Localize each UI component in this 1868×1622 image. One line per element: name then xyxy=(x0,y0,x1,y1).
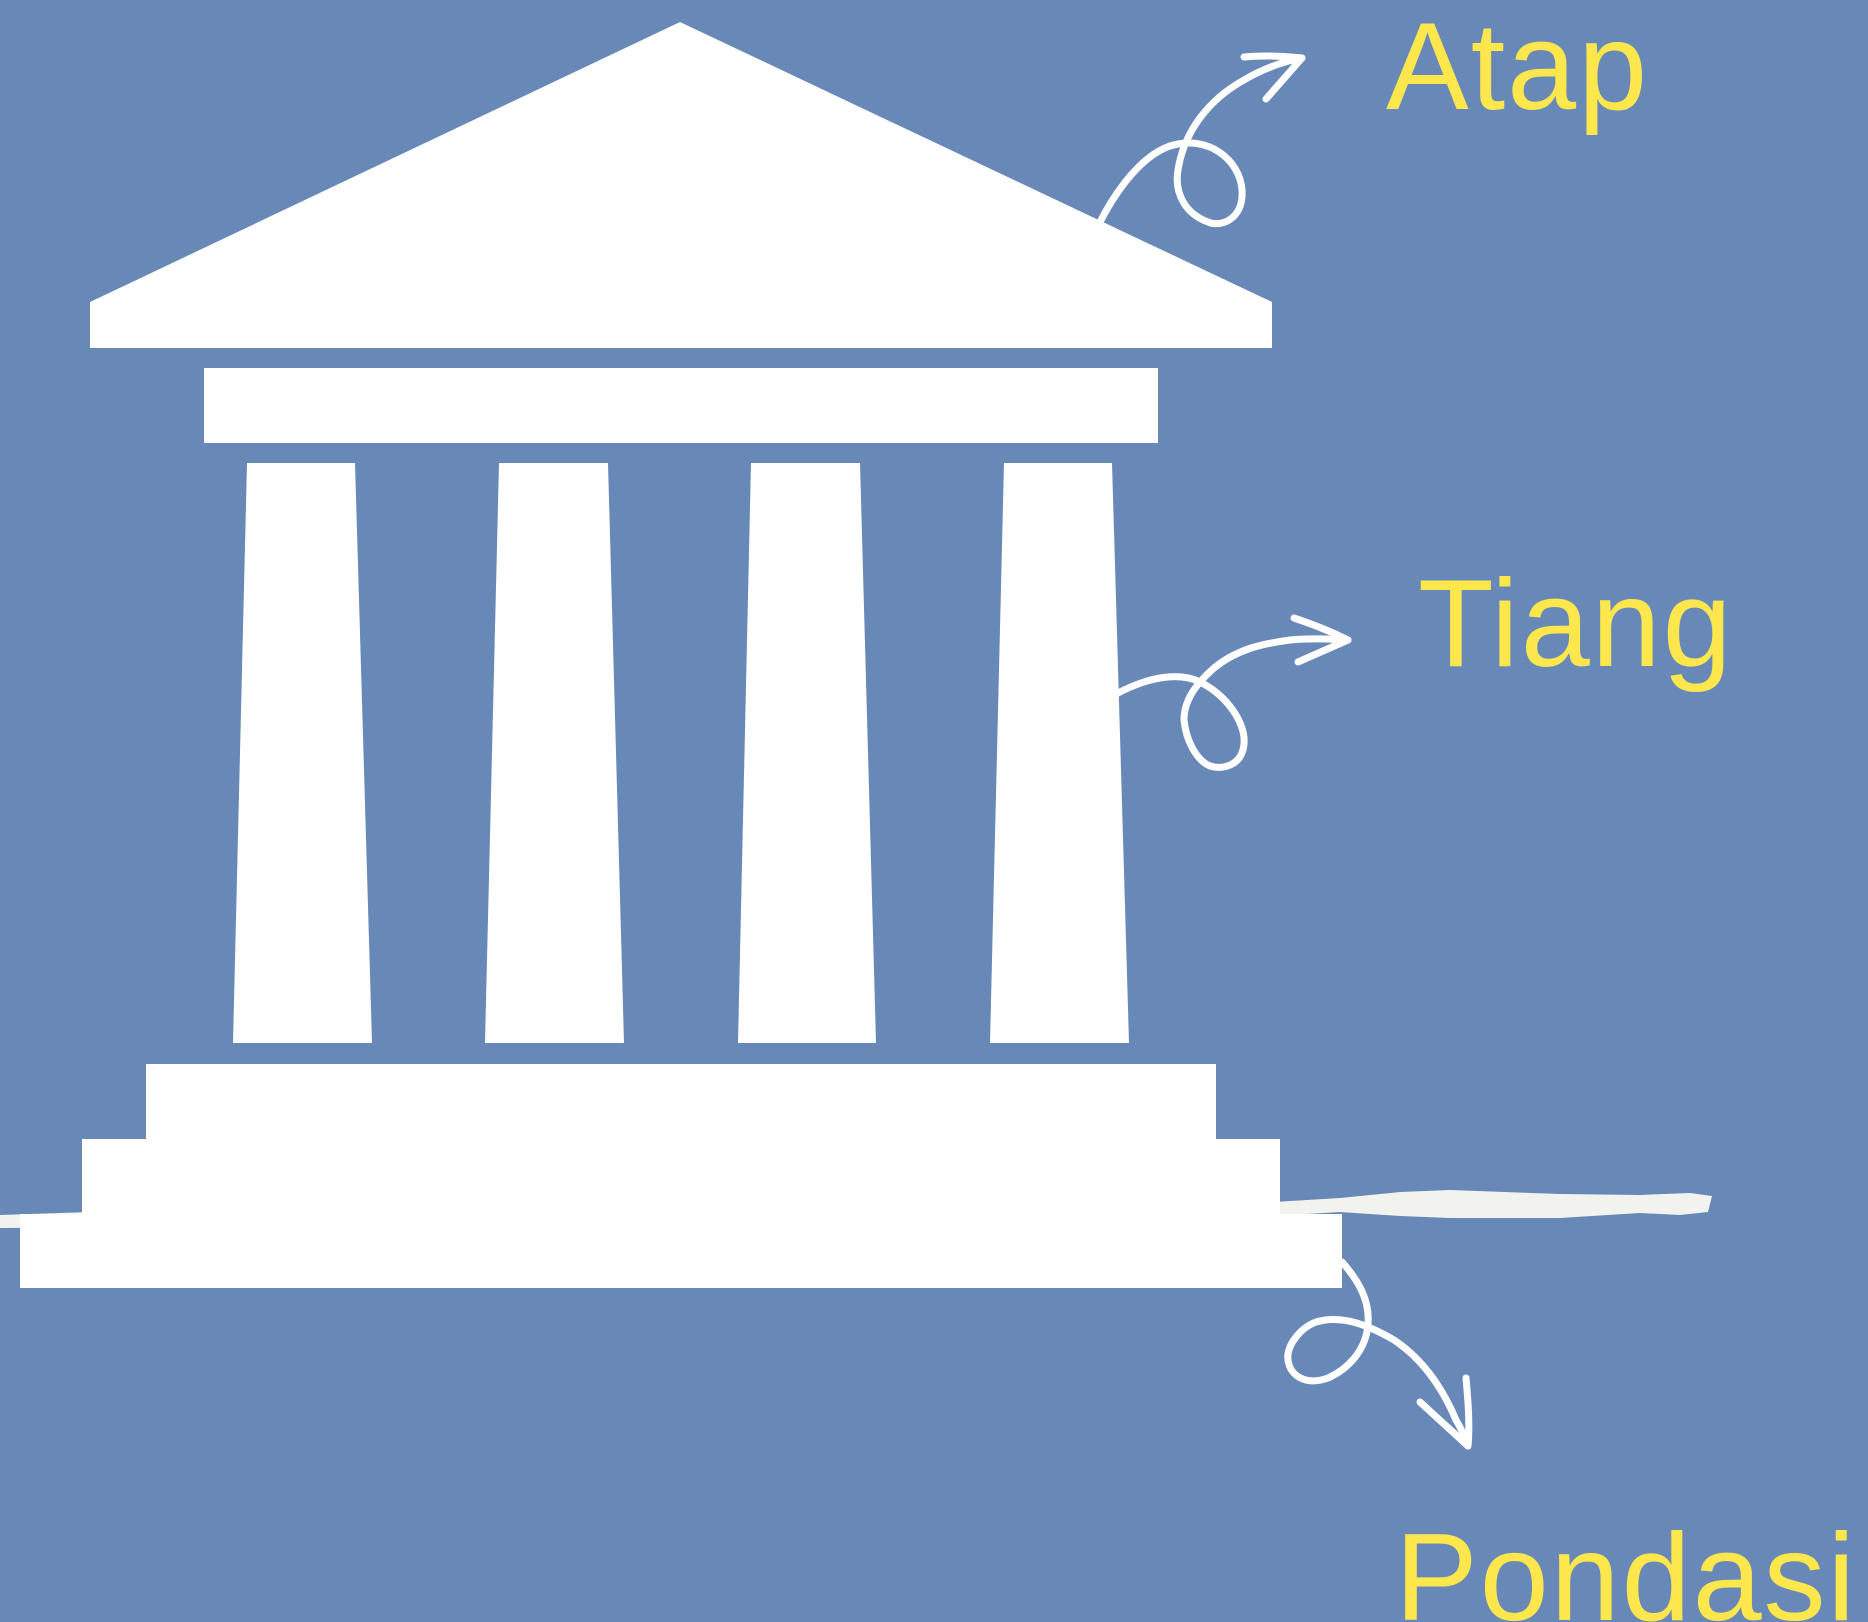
column-3 xyxy=(738,463,876,1043)
arrow-column xyxy=(1046,614,1352,789)
arrow-foundation xyxy=(1284,1258,1473,1450)
arrow-roof xyxy=(1072,52,1306,292)
foundation-step-middle xyxy=(82,1139,1280,1219)
column-4 xyxy=(990,463,1129,1043)
column-1 xyxy=(233,463,372,1043)
foundation-step-bottom xyxy=(20,1214,1342,1288)
roof xyxy=(90,22,1272,348)
column-2 xyxy=(485,463,624,1043)
label-column: Tiang xyxy=(1418,555,1734,693)
label-foundation: Pondasi xyxy=(1395,1509,1857,1622)
foundation-step-top xyxy=(146,1064,1216,1144)
entablature-beam xyxy=(204,368,1158,443)
label-roof: Atap xyxy=(1386,0,1649,136)
